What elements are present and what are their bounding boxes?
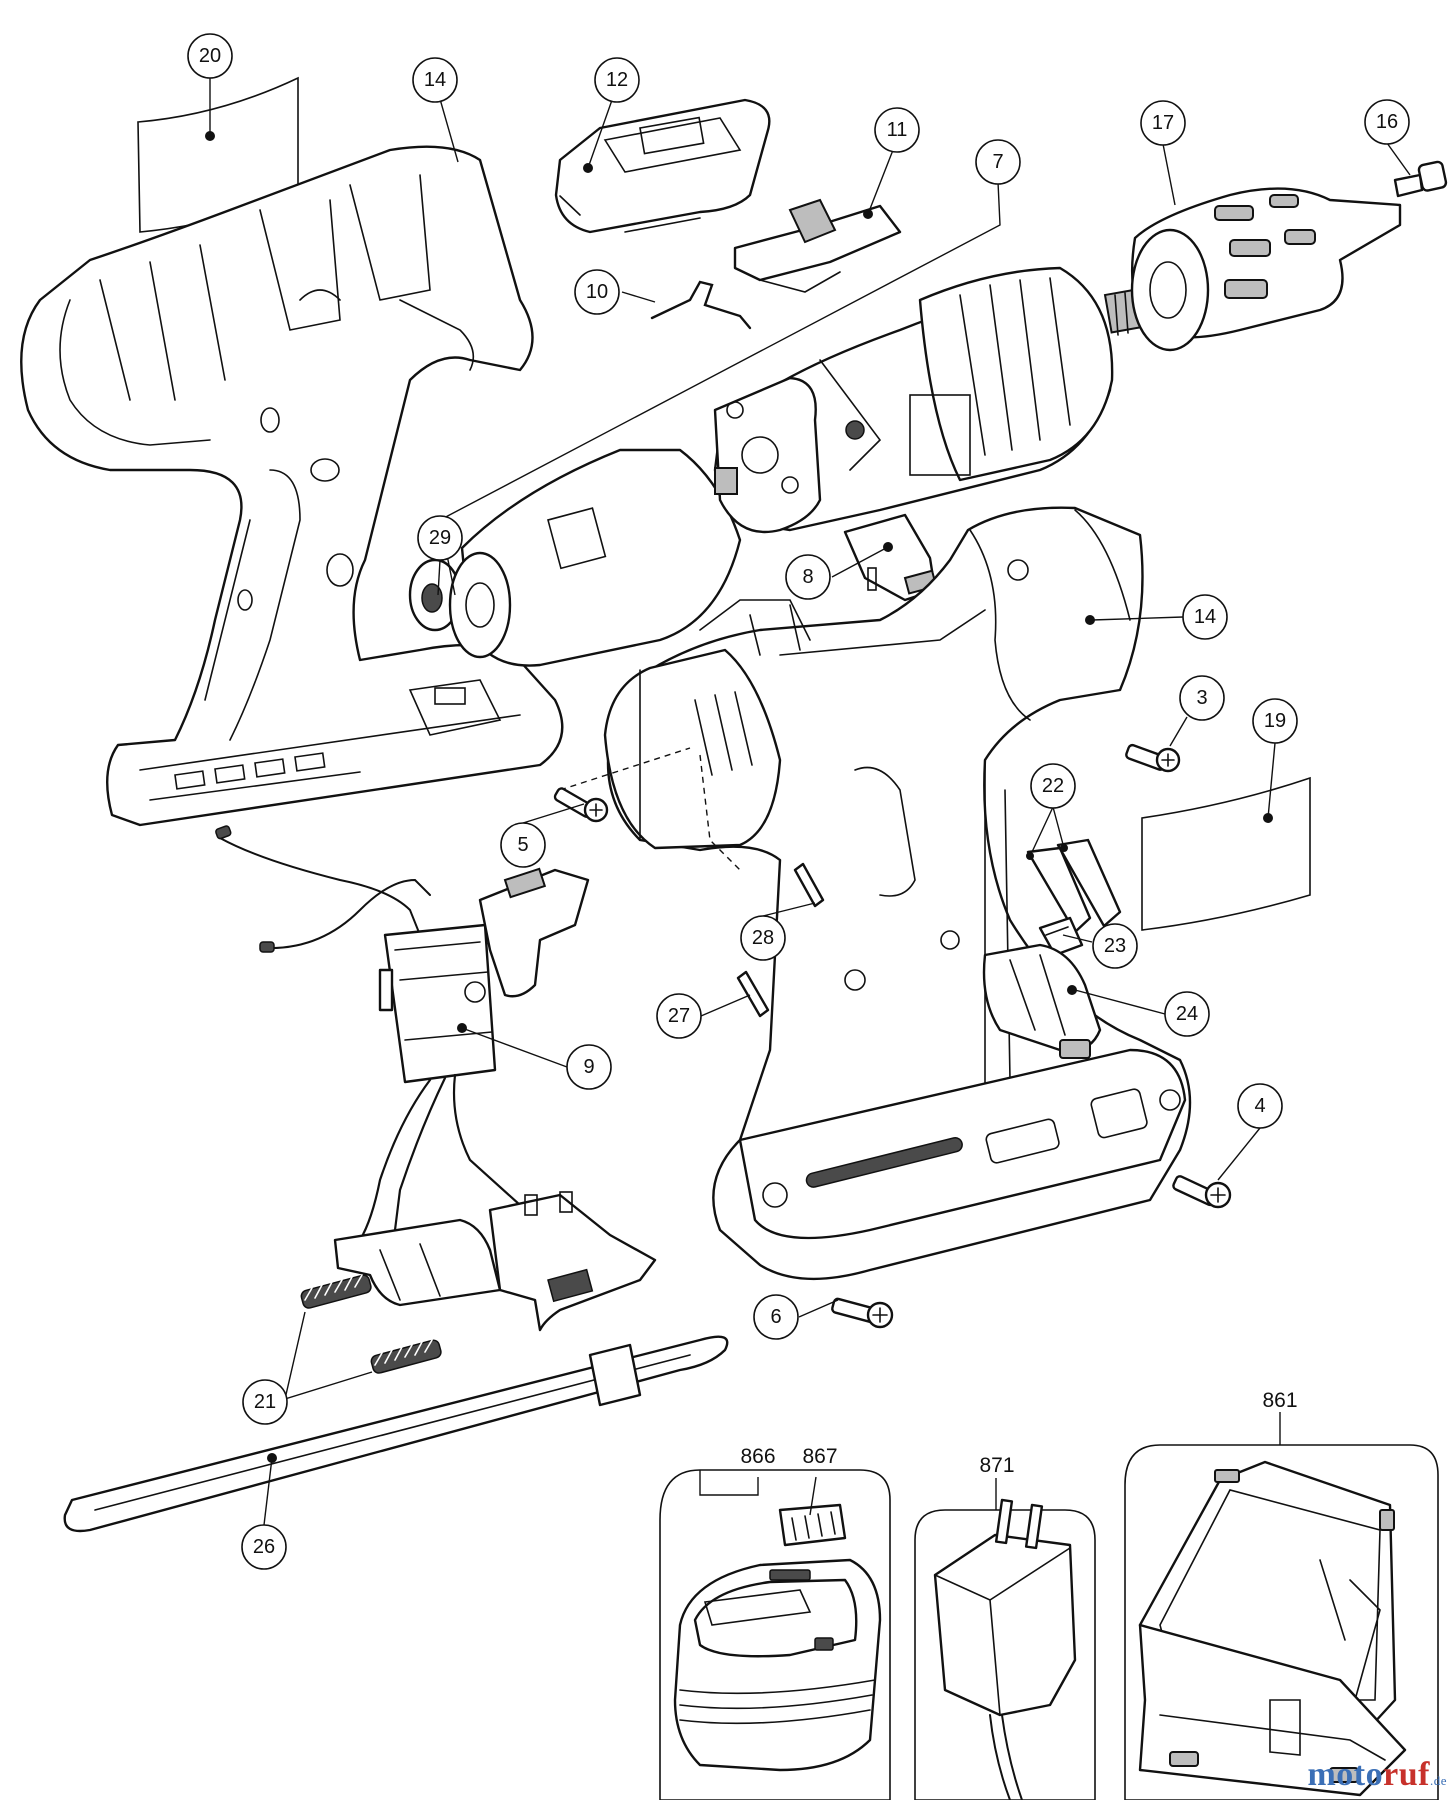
screw-3: [1125, 743, 1181, 773]
gearbox-7: [713, 266, 1143, 534]
switch-9: [215, 825, 657, 1332]
svg-text:23: 23: [1104, 935, 1126, 957]
switch-slider-11: [733, 198, 902, 293]
svg-text:12: 12: [606, 69, 628, 91]
callout-7: 7: [975, 139, 1021, 185]
screw-4: [1172, 1175, 1232, 1209]
svg-text:21: 21: [254, 1391, 276, 1413]
housing-right-half: [559, 506, 1192, 1281]
svg-text:22: 22: [1042, 775, 1064, 797]
callout-8: 8: [785, 554, 831, 600]
svg-text:19: 19: [1264, 710, 1286, 732]
pin-27: [736, 970, 770, 1018]
wrist-strap-26: [63, 1335, 729, 1533]
pin-28: [793, 862, 825, 908]
svg-text:28: 28: [752, 927, 774, 949]
battery-866: [673, 1558, 882, 1772]
svg-text:5: 5: [517, 834, 528, 856]
svg-text:17: 17: [1152, 112, 1174, 134]
screw-6: [831, 1297, 894, 1329]
callout-19: 19: [1252, 698, 1298, 744]
svg-text:24: 24: [1176, 1003, 1198, 1025]
chuck-screw-16: [1393, 160, 1448, 198]
svg-text:4: 4: [1254, 1095, 1265, 1117]
svg-text:29: 29: [429, 527, 451, 549]
springs-21: [300, 1274, 442, 1374]
callout-3: 3: [1179, 675, 1225, 721]
svg-text:11: 11: [887, 119, 908, 141]
svg-text:9: 9: [583, 1056, 594, 1078]
fr-switch-8: [843, 513, 938, 602]
callout-29: 29: [417, 515, 463, 561]
svg-text:14: 14: [424, 69, 446, 91]
callout-28: 28: [740, 915, 786, 961]
callout-21: 21: [242, 1379, 288, 1425]
callout-14-top: 14: [412, 57, 458, 103]
callout-6: 6: [753, 1294, 799, 1340]
svg-text:20: 20: [199, 45, 221, 67]
svg-text:27: 27: [668, 1005, 690, 1027]
bit-clip-23: [1038, 916, 1084, 957]
callout-17: 17: [1140, 100, 1186, 146]
callout-14-right: 14: [1182, 594, 1228, 640]
svg-text:3: 3: [1196, 687, 1207, 709]
label-871: 871: [979, 1454, 1014, 1477]
label-861: 861: [1262, 1389, 1297, 1412]
callout-4: 4: [1237, 1083, 1283, 1129]
callout-16: 16: [1364, 99, 1410, 145]
motoruf-watermark: motoruf.de: [1307, 1756, 1447, 1793]
housing-left-half: [20, 145, 564, 827]
svg-text:8: 8: [802, 566, 813, 588]
svg-text:10: 10: [586, 281, 608, 303]
spring-clip-10: [650, 280, 752, 330]
svg-text:6: 6: [770, 1306, 781, 1328]
svg-text:7: 7: [992, 151, 1003, 173]
charger-871: [933, 1498, 1077, 1800]
keyless-chuck-17: [1130, 187, 1402, 352]
label-866: 866: [740, 1445, 775, 1468]
callout-9: 9: [566, 1044, 612, 1090]
callout-24: 24: [1164, 991, 1210, 1037]
callout-23: 23: [1092, 923, 1138, 969]
callout-11: 11: [874, 107, 920, 153]
screw-5: [553, 787, 609, 823]
latch-cover-12: [554, 98, 771, 234]
case-861: [1138, 1460, 1407, 1797]
callout-26: 26: [241, 1524, 287, 1570]
motor-29: [408, 448, 742, 667]
label-sticker-19: [1141, 776, 1311, 931]
svg-text:26: 26: [253, 1536, 275, 1558]
svg-text:16: 16: [1376, 111, 1398, 133]
callout-22: 22: [1030, 763, 1076, 809]
callout-10: 10: [574, 269, 620, 315]
bit-holder-24: [982, 943, 1102, 1059]
callout-27: 27: [656, 993, 702, 1039]
callout-20: 20: [187, 33, 233, 79]
battery-terminal-867: [778, 1503, 847, 1547]
callout-5: 5: [500, 822, 546, 868]
callout-12: 12: [594, 57, 640, 103]
label-867: 867: [802, 1445, 837, 1468]
bits-22: [1026, 838, 1122, 934]
svg-text:14: 14: [1194, 606, 1216, 628]
